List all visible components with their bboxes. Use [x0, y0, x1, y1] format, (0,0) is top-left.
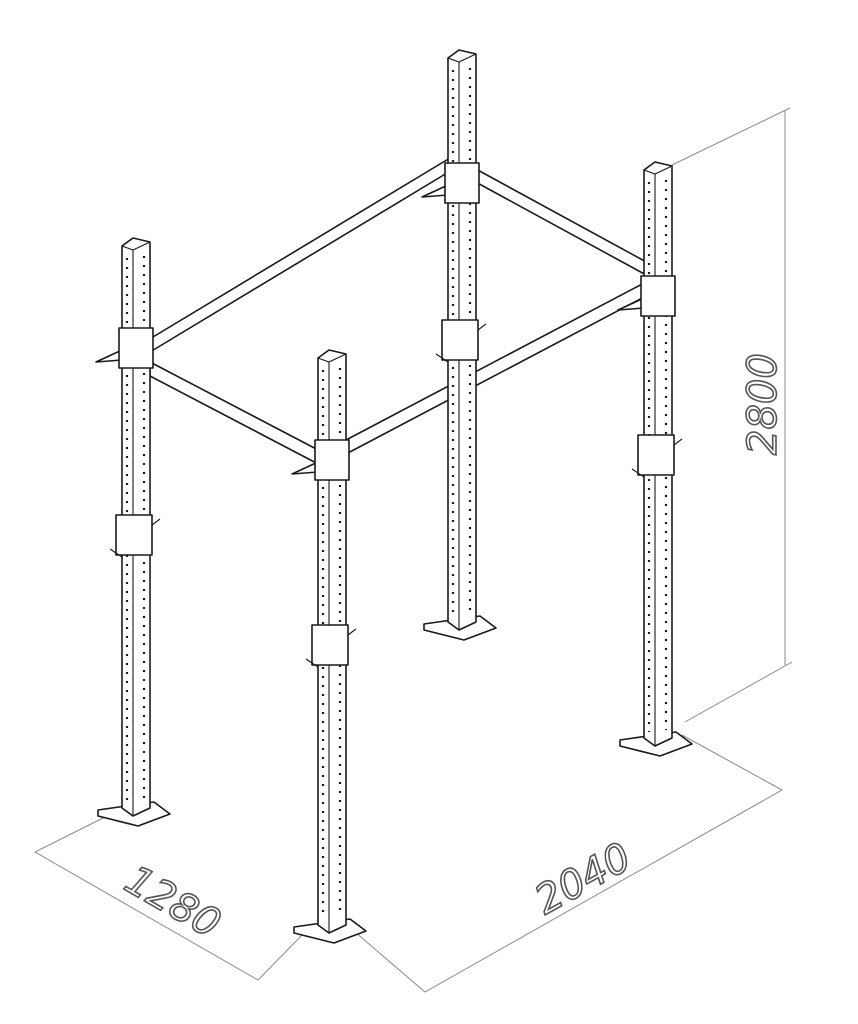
post-back: [421, 49, 497, 641]
j-hook: [441, 319, 479, 361]
beam-mount: [118, 327, 154, 369]
post-right: [617, 161, 693, 757]
width-label: 2040: [528, 834, 639, 924]
hole-pattern: [451, 68, 472, 616]
beam-bracket: [95, 349, 123, 363]
beam-back-left: [147, 157, 453, 353]
beam-mount: [314, 439, 350, 481]
beam-bracket: [421, 184, 449, 198]
beam-bracket: [291, 461, 319, 475]
beam-front-left: [149, 361, 323, 467]
beam-mount: [444, 162, 480, 204]
depth-label: 1280: [117, 857, 228, 948]
j-hook: [115, 514, 153, 556]
posts: [95, 49, 693, 944]
post-front: [291, 349, 367, 944]
beam-front-right: [345, 281, 647, 455]
hole-pattern: [647, 180, 668, 732]
dimension-lines: [33, 107, 793, 993]
j-hook: [637, 434, 675, 476]
post-left: [95, 237, 171, 827]
depth-dimension-line: [33, 811, 306, 981]
width-dimension-line: [354, 734, 784, 993]
beam-mount: [640, 275, 676, 317]
beam-back-right: [471, 167, 651, 277]
j-hook: [311, 624, 349, 666]
height-label: 2800: [740, 353, 786, 455]
height-dimension-line: [671, 107, 793, 723]
top-frame: [147, 157, 651, 467]
